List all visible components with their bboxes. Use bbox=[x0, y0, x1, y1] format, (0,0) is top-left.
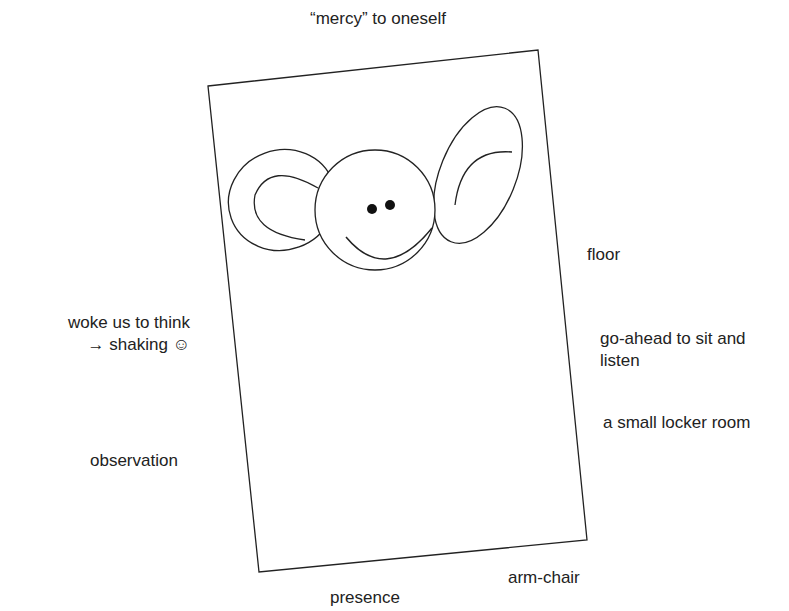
mouse-eye bbox=[385, 200, 395, 210]
annotation-label: woke us to think → shaking ☺ bbox=[48, 312, 190, 356]
mouse-smile bbox=[346, 228, 432, 259]
annotation-label: arm-chair bbox=[508, 567, 580, 589]
annotation-label: observation bbox=[90, 450, 178, 472]
mouse-eye bbox=[367, 204, 377, 214]
annotation-label: presence bbox=[330, 587, 400, 609]
left-ear-inner bbox=[254, 176, 318, 240]
right-ear bbox=[416, 94, 540, 256]
mouse-face bbox=[315, 150, 435, 270]
annotation-label: floor bbox=[587, 244, 620, 266]
annotation-label: “mercy” to oneself bbox=[310, 8, 446, 30]
right-ear-inner bbox=[455, 152, 512, 205]
annotation-label: go-ahead to sit and listen bbox=[600, 328, 785, 372]
annotation-label: a small locker room bbox=[603, 412, 750, 434]
card-outline bbox=[208, 50, 587, 572]
